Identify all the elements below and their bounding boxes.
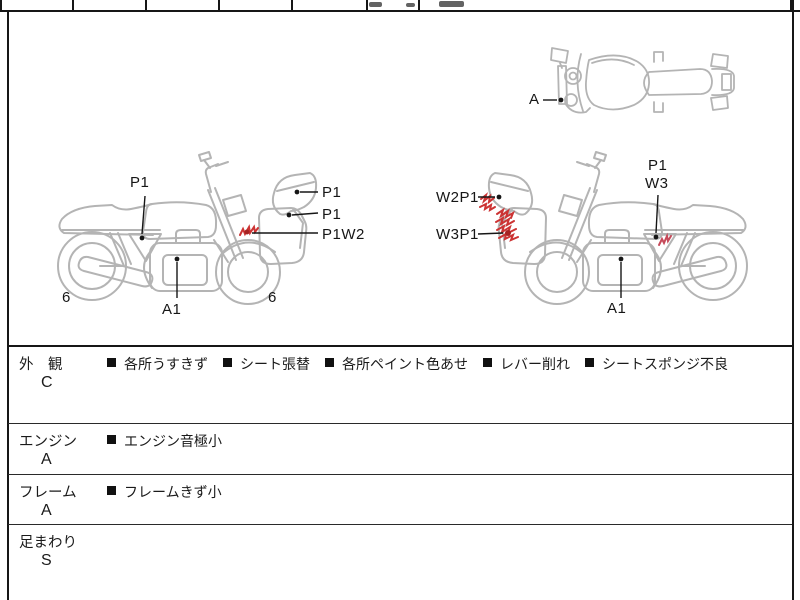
- damage-code-label: W2P1: [436, 189, 479, 206]
- damage-code-label: A1: [162, 301, 182, 318]
- damage-code-label: P1: [648, 157, 668, 174]
- grade-value: A: [41, 451, 52, 468]
- column-divider: [291, 0, 293, 10]
- table-row-undercarriage: 足まわり S: [8, 525, 792, 600]
- column-divider: [0, 0, 2, 10]
- sheet-right-border: [792, 0, 794, 600]
- grade-value: C: [41, 374, 53, 391]
- damage-code-label: A1: [607, 300, 627, 317]
- table-row-engine: エンジン A エンジン音極小: [8, 424, 792, 475]
- note-item: エンジン音極小: [107, 431, 222, 451]
- square-bullet-icon: [107, 486, 116, 495]
- damage-marks: [239, 192, 672, 246]
- note-item: フレームきず小: [107, 482, 222, 502]
- note-text: シートスポンジ不良: [602, 356, 728, 372]
- square-bullet-icon: [223, 358, 232, 367]
- note-item: 各所ペイント色あせ: [325, 354, 468, 374]
- column-divider: [790, 0, 792, 10]
- grade-value: S: [41, 552, 52, 569]
- note-item: 各所うすきず: [107, 354, 208, 374]
- note-text: シート張替: [240, 356, 310, 372]
- column-divider: [418, 0, 420, 10]
- damage-code-label: W3: [645, 175, 669, 192]
- damage-code-label: P1W2: [322, 226, 365, 243]
- category-label: 外 観: [19, 357, 63, 373]
- category-label: 足まわり: [19, 535, 77, 551]
- note-text: レバー削れ: [500, 356, 570, 372]
- column-divider: [145, 0, 147, 10]
- damage-code-label: A: [529, 91, 540, 108]
- note-item: シートスポンジ不良: [585, 354, 728, 374]
- square-bullet-icon: [107, 358, 116, 367]
- note-list: フレームきず小: [107, 482, 222, 502]
- clipped-text-remnant: [406, 3, 415, 7]
- square-bullet-icon: [483, 358, 492, 367]
- category-label: フレーム: [19, 485, 77, 501]
- damage-code-label: W3P1: [436, 226, 479, 243]
- callout-dots: [139, 97, 659, 262]
- column-divider: [366, 0, 368, 10]
- table-row-exterior: 外 観 C 各所うすきず シート張替 各所ペイント色あせ レバー削れ シートスポ…: [8, 347, 792, 424]
- sheet-left-border: [7, 10, 9, 600]
- note-text: 各所ペイント色あせ: [342, 356, 468, 372]
- cropped-header-row: [0, 0, 800, 12]
- vehicle-diagram-svg: [57, 47, 748, 305]
- square-bullet-icon: [325, 358, 334, 367]
- damage-code-label: P1: [322, 206, 342, 223]
- note-text: 各所うすきず: [124, 356, 208, 372]
- note-list: エンジン音極小: [107, 431, 222, 451]
- column-divider: [218, 0, 220, 10]
- inspection-table: 外 観 C 各所うすきず シート張替 各所ペイント色あせ レバー削れ シートスポ…: [8, 345, 792, 600]
- damage-code-label: P1: [130, 174, 150, 191]
- note-text: フレームきず小: [124, 484, 222, 500]
- clipped-text-remnant: [369, 2, 382, 7]
- note-item: レバー削れ: [483, 354, 570, 374]
- note-item: シート張替: [223, 354, 310, 374]
- column-divider: [72, 0, 74, 10]
- table-row-frame: フレーム A フレームきず小: [8, 475, 792, 525]
- note-list: 各所うすきず シート張替 各所ペイント色あせ レバー削れ シートスポンジ不良: [107, 354, 728, 374]
- tire-depth-label: 6: [62, 289, 71, 306]
- callout-lines: [141, 99, 659, 298]
- clipped-text-remnant: [439, 1, 464, 7]
- right-bike-sketch: [487, 151, 748, 305]
- square-bullet-icon: [107, 435, 116, 444]
- grade-value: A: [41, 502, 52, 519]
- square-bullet-icon: [585, 358, 594, 367]
- category-label: エンジン: [19, 434, 77, 450]
- damage-code-label: P1: [322, 184, 342, 201]
- left-bike-sketch: [57, 151, 318, 305]
- note-text: エンジン音極小: [124, 433, 222, 449]
- top-view-sketch: [550, 47, 735, 114]
- tire-depth-label: 6: [268, 289, 277, 306]
